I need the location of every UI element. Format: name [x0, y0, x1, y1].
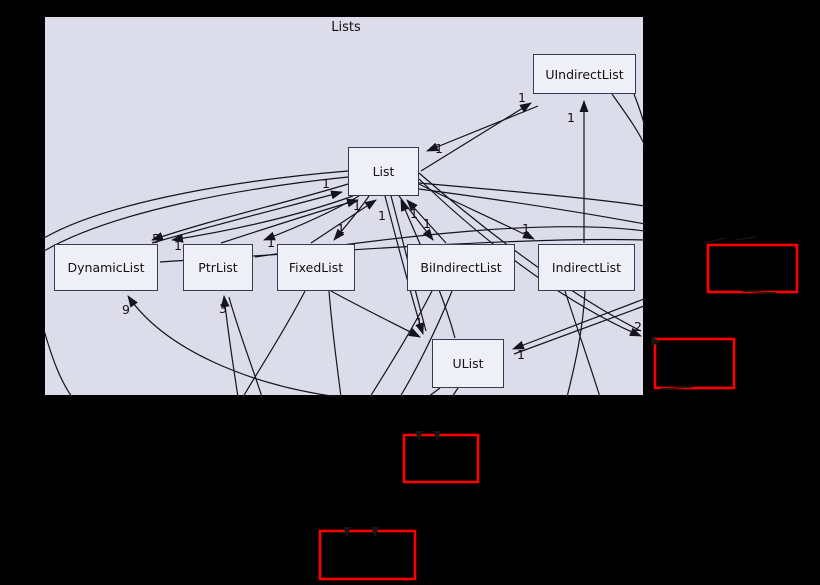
edge-label: 1 [567, 110, 575, 125]
edges [43, 93, 646, 398]
external-edge-marks [343, 236, 777, 537]
edge-label: 2 [634, 319, 642, 334]
node-dynamiclist[interactable]: DynamicList [54, 244, 158, 291]
edge-label: 1 [267, 235, 275, 250]
node-indirectlist-label: IndirectList [551, 260, 622, 275]
edge-label: 1 [435, 141, 443, 156]
edge-label: 1 [423, 216, 431, 231]
node-list-label: List [372, 164, 395, 179]
node-fixedlist-label: FixedList [288, 260, 344, 275]
edge-label: 1 [522, 221, 530, 236]
edge-label: 1 [378, 208, 386, 223]
edge-label: 1 [337, 221, 345, 236]
edge-label: 1 [410, 206, 418, 221]
node-biindirectlist-label: BiIndirectList [420, 260, 502, 275]
external-nodes [318, 243, 799, 581]
edge-label: 5 [152, 231, 160, 246]
node-indirectlist[interactable]: IndirectList [538, 244, 635, 291]
external-node-1[interactable] [706, 243, 799, 294]
node-fixedlist[interactable]: FixedList [277, 244, 355, 291]
edge-label: 1 [353, 198, 361, 213]
edge-label: 1 [322, 176, 330, 191]
node-uindirectlist[interactable]: UIndirectList [533, 54, 636, 94]
node-ulist[interactable]: UList [432, 339, 504, 388]
node-dynamiclist-label: DynamicList [67, 260, 145, 275]
node-biindirectlist[interactable]: BiIndirectList [407, 244, 515, 291]
edge-label: 1 [415, 315, 423, 330]
edge-labels: 1 1 1 5 1 1 1 1 1 1 1 1 1 9 3 1 1 2 [122, 90, 642, 362]
external-node-3[interactable] [402, 433, 480, 484]
external-node-2[interactable] [653, 337, 736, 390]
node-ulist-label: UList [452, 356, 484, 371]
node-uindirectlist-label: UIndirectList [545, 66, 624, 82]
node-ptrlist-label: PtrList [198, 260, 238, 275]
edge-label: 3 [219, 301, 227, 316]
node-list[interactable]: List [348, 147, 419, 196]
external-node-4[interactable] [318, 529, 417, 581]
edge-label: 1 [517, 347, 525, 362]
edge-label: 1 [174, 238, 182, 253]
cluster-title: Lists [331, 20, 361, 35]
node-ptrlist[interactable]: PtrList [183, 244, 253, 291]
edge-label: 9 [122, 302, 130, 317]
edge-label: 1 [518, 90, 526, 105]
